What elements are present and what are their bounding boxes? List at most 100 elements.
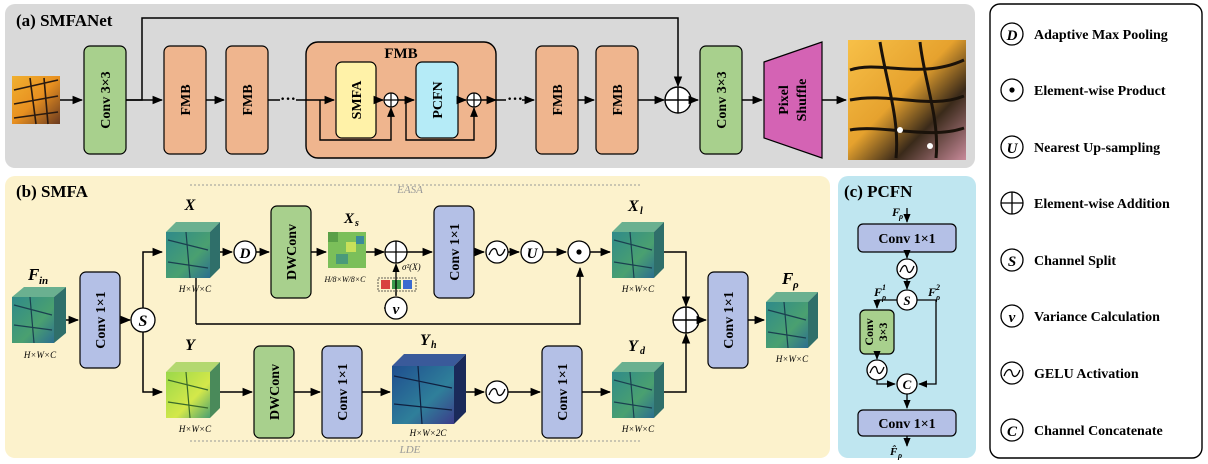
fp-subscript: ρ xyxy=(792,279,799,291)
feature-x xyxy=(166,222,220,279)
xl-label: X xyxy=(627,198,639,215)
conv1-input-label: Conv 1×1 xyxy=(94,291,109,348)
conv1-top-label: Conv 1×1 xyxy=(448,223,463,280)
svg-text:v: v xyxy=(1009,310,1016,326)
dwconv-bottom-label: DWConv xyxy=(268,364,283,420)
legend-label-channel-concatenate: Channel Concatenate xyxy=(1034,424,1163,439)
input-lr-image xyxy=(12,76,60,125)
legend-label-nearest-upsampling: Nearest Up-sampling xyxy=(1034,141,1160,156)
feature-f-rho xyxy=(766,292,818,349)
y-label: Y xyxy=(185,337,196,354)
arrow-split-to-x xyxy=(142,247,164,308)
fmb-residual-1 xyxy=(319,100,395,141)
channel-split-icon: S xyxy=(130,307,156,333)
pcfn-fp-out-label: F̂ xyxy=(889,445,898,458)
svg-text:S: S xyxy=(139,313,148,330)
pcfn-arrow-split-right xyxy=(917,299,937,388)
svg-text:D: D xyxy=(239,246,251,262)
conv3-output-label: Conv 3×3 xyxy=(715,71,730,128)
element-wise-product-icon xyxy=(1000,78,1024,102)
fp-dim: H×W×C xyxy=(775,354,809,364)
conv3-input-label: Conv 3×3 xyxy=(99,71,114,128)
pixel-shuffle-label-2: Shuffle xyxy=(795,79,810,122)
element-wise-addition-icon xyxy=(1000,191,1024,215)
svg-text:S: S xyxy=(903,293,910,308)
svg-text:U: U xyxy=(1007,141,1019,157)
feature-y xyxy=(166,362,220,419)
pcfn-conv1-top-label: Conv 1×1 xyxy=(878,232,935,247)
fmb-block-4-label: FMB xyxy=(611,84,626,115)
nearest-upsampling-icon: U xyxy=(520,240,544,264)
y-dim: H×W×C xyxy=(178,424,212,434)
nearest-upsampling-icon: U xyxy=(1000,135,1024,159)
fmb-expanded-title: FMB xyxy=(384,46,417,62)
fmb-block-2-label: FMB xyxy=(241,84,256,115)
variance-calculation-icon: v xyxy=(1000,304,1024,328)
xs-dim: H/8×W/8×C xyxy=(323,275,366,284)
gelu-activation-icon xyxy=(866,359,888,381)
pcfn-f1-sup: 1 xyxy=(882,283,886,292)
svg-text:v: v xyxy=(393,302,400,318)
pixel-shuffle-label-1: Pixel xyxy=(777,85,792,115)
pcfn-conv3-label-1: Conv xyxy=(862,318,876,345)
gelu-activation-icon xyxy=(896,258,918,280)
sigma-label: σ²(X) xyxy=(402,262,421,272)
legend-label-adaptive-max-pooling: Adaptive Max Pooling xyxy=(1034,28,1168,43)
channel-concatenate-icon: C xyxy=(896,373,918,395)
panel-a-title: (a) SMFANet xyxy=(16,11,113,30)
panel-b: (b) SMFA EASA LDE F in H×W×C Conv 1×1 S xyxy=(5,176,830,458)
fmb-block-1-label: FMB xyxy=(179,84,194,115)
yd-dim: H×W×C xyxy=(621,424,655,434)
panel-c-title: (c) PCFN xyxy=(844,182,913,201)
arrow-yd-to-add xyxy=(664,332,691,393)
channel-split-icon: S xyxy=(1000,248,1024,272)
yh-subscript: h xyxy=(431,340,437,351)
xl-subscript: l xyxy=(640,206,643,217)
adaptive-max-pooling-icon: D xyxy=(233,240,257,264)
legend-label-element-wise-product: Element-wise Product xyxy=(1034,84,1166,99)
legend: D Adaptive Max Pooling Element-wise Prod… xyxy=(989,3,1203,459)
x-bypass-to-product xyxy=(196,267,584,325)
feature-xs xyxy=(328,232,366,268)
xs-label: X xyxy=(343,211,355,227)
ellipsis-left: ··· xyxy=(280,91,296,108)
svg-text:D: D xyxy=(1006,28,1018,44)
yh-label: Y xyxy=(420,332,431,349)
feature-yd xyxy=(612,362,664,419)
element-wise-addition-icon xyxy=(664,86,692,114)
smfa-block-label: SMFA xyxy=(350,80,365,120)
xl-dim: H×W×C xyxy=(621,284,655,294)
pcfn-fp-in-label: F xyxy=(891,205,900,219)
element-wise-addition-icon xyxy=(383,92,399,108)
element-wise-addition-icon xyxy=(672,306,700,334)
gelu-activation-icon xyxy=(485,380,509,404)
element-wise-addition-icon xyxy=(466,92,482,108)
svg-text:C: C xyxy=(1007,424,1018,440)
fmb-block-3-label: FMB xyxy=(551,84,566,115)
panel-c: (c) PCFN F ρ Conv 1×1 S F 1 ρ F 2 ρ Conv… xyxy=(838,176,976,460)
legend-label-variance-calculation: Variance Calculation xyxy=(1034,310,1160,325)
svg-text:U: U xyxy=(527,246,539,262)
output-sr-image xyxy=(848,40,966,160)
pcfn-f2-label: F xyxy=(927,285,936,299)
yd-subscript: d xyxy=(640,346,646,357)
pcfn-fp-in-sub: ρ xyxy=(898,212,903,221)
pcfn-conv1-bottom-label: Conv 1×1 xyxy=(878,417,935,432)
feature-f-in xyxy=(12,287,66,344)
conv1-mid-label: Conv 1×1 xyxy=(336,363,351,420)
conv1-output-label: Conv 1×1 xyxy=(722,291,737,348)
arrow-split-to-y xyxy=(142,332,164,397)
svg-text:C: C xyxy=(903,377,912,392)
legend-label-gelu-activation: GELU Activation xyxy=(1034,367,1139,382)
legend-box xyxy=(989,3,1203,459)
panel-b-title: (b) SMFA xyxy=(16,182,89,201)
legend-label-element-wise-addition: Element-wise Addition xyxy=(1034,197,1170,212)
pcfn-arrow-gelu-concat xyxy=(876,380,896,388)
legend-label-channel-split: Channel Split xyxy=(1034,254,1116,269)
pcfn-f1-sub: ρ xyxy=(881,293,886,302)
element-wise-product-icon xyxy=(567,240,591,264)
f-in-dim: H×W×C xyxy=(23,350,57,360)
yh-dim: H×W×2C xyxy=(409,428,448,438)
pcfn-block-label: PCFN xyxy=(431,81,446,118)
